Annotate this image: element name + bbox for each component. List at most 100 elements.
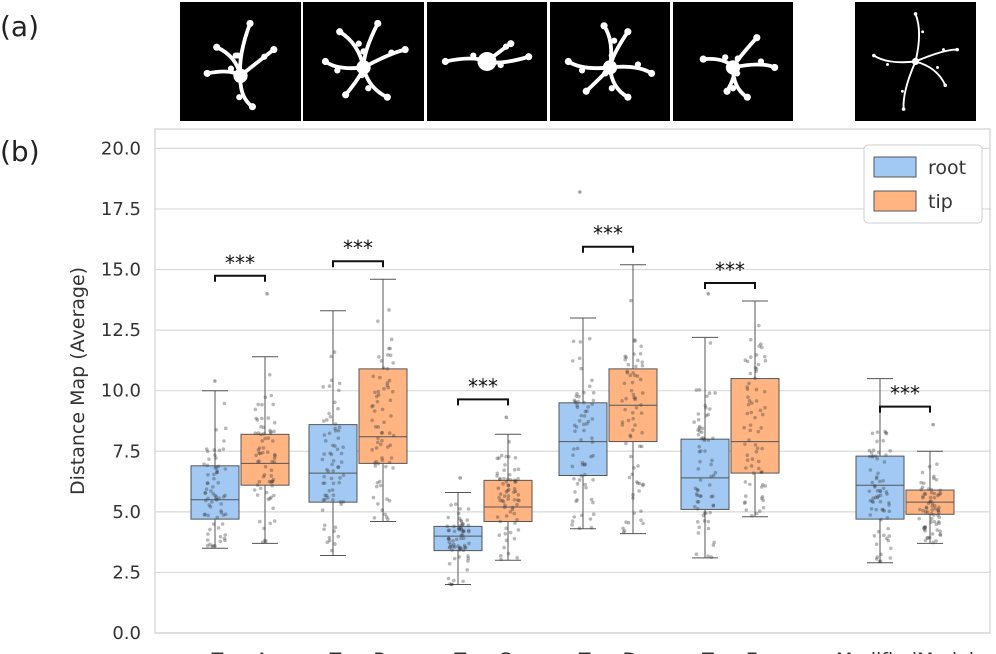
data-point xyxy=(329,378,334,383)
data-point xyxy=(382,420,386,425)
data-point xyxy=(582,428,586,433)
data-point xyxy=(757,323,761,328)
data-point xyxy=(633,339,637,343)
data-point xyxy=(626,520,631,525)
data-point xyxy=(711,494,715,499)
data-point xyxy=(639,403,643,407)
data-point xyxy=(269,474,274,478)
data-point xyxy=(374,484,379,489)
data-point xyxy=(932,519,937,524)
data-point xyxy=(213,544,217,548)
data-point xyxy=(218,539,223,544)
data-point xyxy=(924,505,929,510)
data-point xyxy=(751,471,756,475)
data-point xyxy=(388,398,393,403)
data-point xyxy=(268,428,272,433)
outlier-point xyxy=(458,476,462,480)
data-point xyxy=(203,490,207,495)
data-point xyxy=(886,538,891,543)
data-point xyxy=(339,460,344,464)
data-point xyxy=(923,492,928,496)
data-point xyxy=(204,447,209,451)
data-point xyxy=(375,399,380,404)
data-point xyxy=(711,436,715,441)
data-point xyxy=(270,479,274,484)
data-point xyxy=(212,472,216,477)
data-point xyxy=(386,445,390,449)
data-point xyxy=(506,483,511,487)
data-point xyxy=(638,377,643,382)
data-point xyxy=(756,459,761,464)
data-point xyxy=(457,524,462,528)
data-point xyxy=(456,526,461,531)
data-point xyxy=(696,499,701,504)
data-point xyxy=(205,481,210,486)
data-point xyxy=(374,394,379,399)
box-tip xyxy=(730,378,780,474)
data-point xyxy=(257,459,261,463)
data-point xyxy=(937,510,941,515)
data-point xyxy=(932,513,936,517)
data-point xyxy=(921,481,926,485)
data-point xyxy=(930,501,935,505)
data-point xyxy=(633,396,638,400)
data-point xyxy=(881,478,885,483)
data-point xyxy=(932,476,936,481)
data-point xyxy=(373,390,377,395)
data-point xyxy=(320,508,325,512)
thumbnail-typec xyxy=(427,2,547,121)
data-point xyxy=(744,508,749,512)
data-point xyxy=(707,483,712,487)
data-point xyxy=(223,426,228,431)
data-point xyxy=(701,436,705,440)
data-point xyxy=(925,535,930,540)
data-point xyxy=(213,453,217,457)
data-point xyxy=(336,465,340,470)
data-point xyxy=(501,482,505,486)
data-point xyxy=(760,495,765,499)
data-point xyxy=(936,508,941,513)
data-point xyxy=(880,507,885,512)
data-point xyxy=(452,542,456,547)
data-point xyxy=(459,546,463,551)
y-axis-label: Distance Map (Average) xyxy=(67,267,89,495)
data-point xyxy=(572,515,577,519)
data-point xyxy=(503,503,507,508)
data-point xyxy=(385,381,390,385)
data-point xyxy=(210,500,214,504)
data-point xyxy=(697,426,702,430)
data-point xyxy=(920,470,925,475)
data-point xyxy=(636,358,640,363)
data-point xyxy=(575,392,579,396)
data-point xyxy=(271,506,275,511)
data-point xyxy=(936,513,940,517)
data-point xyxy=(875,495,880,500)
data-point xyxy=(579,366,584,371)
data-point xyxy=(321,498,326,502)
data-point xyxy=(628,373,633,378)
thumbnail-typeb xyxy=(303,2,424,121)
data-point xyxy=(497,495,501,500)
data-point xyxy=(327,538,332,543)
data-point xyxy=(750,457,755,461)
microglia-shape-icon xyxy=(699,34,779,101)
data-point xyxy=(692,420,696,424)
data-point xyxy=(214,497,218,501)
data-point xyxy=(213,466,218,470)
data-point xyxy=(388,353,393,358)
data-point xyxy=(887,534,892,538)
data-point xyxy=(754,399,759,403)
data-point xyxy=(391,361,395,365)
data-point xyxy=(504,454,509,459)
data-point xyxy=(745,411,750,416)
data-point xyxy=(696,418,701,422)
data-point xyxy=(632,466,636,470)
data-point xyxy=(930,508,935,512)
data-point xyxy=(253,407,258,412)
data-point xyxy=(579,474,584,478)
significance-label: *** xyxy=(225,251,255,275)
data-point xyxy=(207,503,212,507)
data-point xyxy=(504,526,509,531)
thumbnail-modifiedmodel xyxy=(855,2,976,121)
data-point xyxy=(635,374,640,378)
